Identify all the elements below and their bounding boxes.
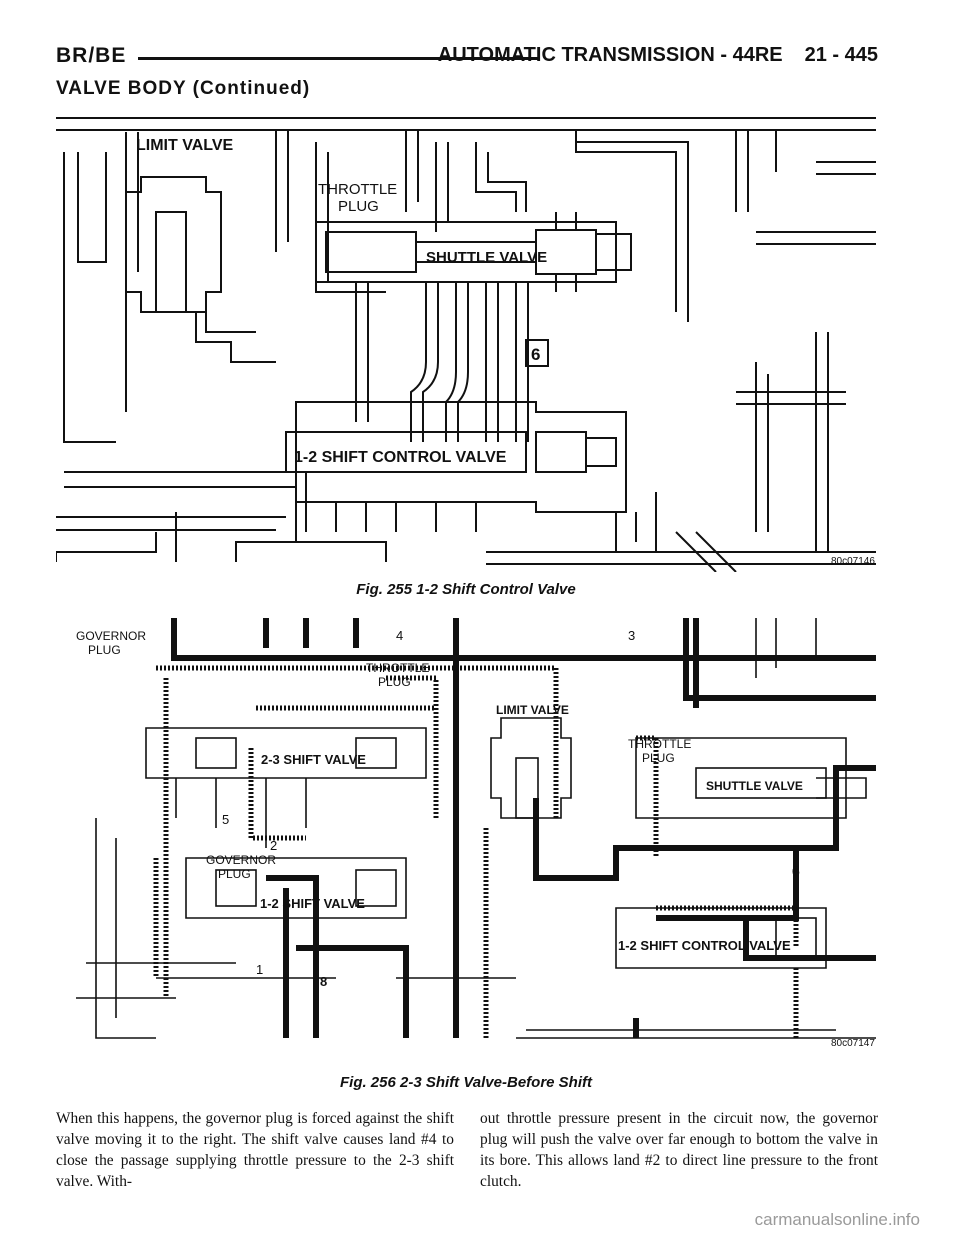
fig2-circuit-8: 8	[320, 974, 327, 989]
fig2-throttle-plug-a-1: THROTTLE	[366, 661, 429, 675]
fig2-governor-plug-mid-2: PLUG	[218, 867, 251, 881]
header-model: BR/BE	[56, 44, 127, 67]
fig2-governor-plug-top-1: GOVERNOR	[76, 629, 146, 643]
fig1-throttle-plug-label-2: PLUG	[338, 198, 379, 215]
figure-1-caption: Fig. 255 1-2 Shift Control Valve	[356, 581, 576, 598]
watermark: carmanualsonline.info	[754, 1210, 920, 1229]
fig2-circuit-5: 5	[222, 812, 229, 827]
fig2-circuit-4: 4	[396, 628, 403, 643]
body-left-column: When this happens, the governor plug is …	[56, 1110, 454, 1190]
fig1-circuit-6-label: 6	[531, 345, 540, 364]
figure-1: LIMIT VALVE THROTTLE PLUG SHUTTLE VALVE …	[56, 112, 876, 598]
fig1-throttle-plug-label-1: THROTTLE	[318, 181, 397, 198]
fig1-shift-control-valve-label: 1-2 SHIFT CONTROL VALVE	[294, 449, 507, 466]
fig2-limit-valve: LIMIT VALVE	[496, 703, 569, 717]
fig2-shift-control-valve: 1-2 SHIFT CONTROL VALVE	[618, 938, 791, 953]
fig2-governor-plug-top-2: PLUG	[88, 643, 121, 657]
header-title: AUTOMATIC TRANSMISSION - 44RE	[437, 44, 783, 66]
fig2-shift-valve-23: 2-3 SHIFT VALVE	[261, 752, 366, 767]
fig2-shuttle-valve: SHUTTLE VALVE	[706, 779, 803, 793]
fig2-circuit-2: 2	[270, 838, 277, 853]
page-header: BR/BE AUTOMATIC TRANSMISSION - 44RE 21 - …	[56, 44, 878, 74]
fig2-circuit-1: 1	[256, 962, 263, 977]
fig2-code: 80c07147	[831, 1038, 875, 1048]
fig1-code: 80c07146	[831, 556, 875, 567]
header-right: AUTOMATIC TRANSMISSION - 44RE 21 - 445	[438, 44, 878, 67]
figure-2-caption: Fig. 256 2-3 Shift Valve-Before Shift	[339, 1074, 592, 1091]
fig2-throttle-plug-b-2: PLUG	[642, 751, 675, 765]
section-title: VALVE BODY (Continued)	[56, 78, 311, 99]
figure-2-diagram: GOVERNOR PLUG THROTTLE PLUG 2-3 SHIFT VA…	[76, 618, 876, 1048]
fig2-circuit-3: 3	[628, 628, 635, 643]
fig2-throttle-plug-a-2: PLUG	[378, 675, 411, 689]
figure-1-diagram: LIMIT VALVE THROTTLE PLUG SHUTTLE VALVE …	[56, 117, 876, 572]
body-right-column: out throttle pressure present in the cir…	[480, 1110, 878, 1190]
fig1-limit-valve-label: LIMIT VALVE	[136, 137, 234, 154]
fig2-governor-plug-mid-1: GOVERNOR	[206, 853, 276, 867]
header-page-number: 21 - 445	[804, 44, 878, 66]
figure-2: GOVERNOR PLUG THROTTLE PLUG 2-3 SHIFT VA…	[56, 618, 876, 1091]
fig1-shuttle-valve-label: SHUTTLE VALVE	[426, 249, 547, 266]
header-rule	[138, 57, 538, 60]
fig2-circuit-6: 6	[792, 863, 800, 879]
fig2-throttle-plug-b-1: THROTTLE	[628, 737, 691, 751]
fig2-shift-valve-12: 1-2 SHIFT VALVE	[260, 896, 365, 911]
